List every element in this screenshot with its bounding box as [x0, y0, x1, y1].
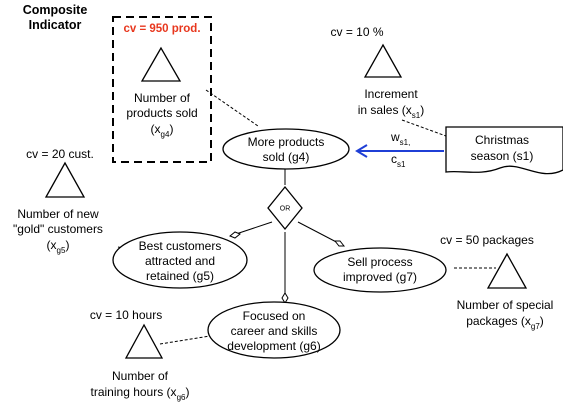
indicator-xg6-critical-value: cv = 10 hours	[90, 308, 162, 322]
or-decomposition-label: OR	[280, 206, 291, 213]
indicator-xg4-critical-value: cv = 950 prod.	[123, 23, 200, 35]
indicator-xg6-triangle[interactable]	[124, 323, 164, 359]
indicator-xg5-critical-value: cv = 20 cust.	[26, 147, 94, 161]
situation-s1-label-line2: season (s1)	[471, 149, 534, 163]
indicator-xs1-label-line1: Increment	[364, 87, 418, 101]
link-xg6-g6	[159, 335, 211, 345]
goal-g6-label-line1: Focused on	[243, 309, 306, 323]
indicator-xg4-label-line1: Number of	[134, 91, 191, 105]
or-link-g7-end	[333, 240, 346, 247]
goal-g4[interactable]	[222, 128, 350, 170]
goal-g6-label-line3: development (g6)	[227, 339, 320, 353]
goal-g5-label-line2: attracted and	[145, 254, 215, 268]
composite-indicator-title-line2: Indicator	[29, 18, 82, 32]
indicator-xg5-triangle[interactable]	[44, 161, 86, 198]
indicator-xg7-label-line2: packages (xg7)	[466, 314, 544, 331]
contribution-confidence-label: cs1	[391, 152, 406, 169]
goal-g7-label-line1: Sell process	[347, 255, 412, 269]
indicator-xg7-critical-value: cv = 50 packages	[440, 233, 534, 247]
indicator-xg5-label-line2: "gold" customers	[13, 222, 103, 236]
indicator-xg4-symbol: (xg4)	[151, 122, 174, 139]
indicator-xg7-triangle[interactable]	[486, 252, 528, 289]
goal-g4-label-line2: sold (g4)	[263, 150, 310, 164]
indicator-xg4-triangle[interactable]	[140, 46, 182, 82]
indicator-xg7-label-line1: Number of special	[457, 298, 554, 312]
indicator-xs1-triangle[interactable]	[363, 43, 403, 78]
goal-g5-label-line1: Best customers	[139, 239, 222, 253]
or-link-g6-end	[281, 292, 289, 304]
goal-g5-label-line3: retained (g5)	[146, 269, 214, 283]
indicator-xg6-label-line2: training hours (xg6)	[91, 385, 190, 402]
link-xg4-g4	[205, 89, 259, 127]
goal-g7-label-line2: improved (g7)	[343, 270, 417, 284]
or-decomposition-diamond[interactable]	[267, 185, 303, 231]
goal-g7[interactable]	[313, 247, 447, 293]
indicator-xg5-label-line1: Number of new	[17, 207, 99, 221]
composite-indicator-box	[112, 16, 212, 163]
goal-g6[interactable]	[207, 301, 341, 359]
situation-s1-label-line1: Christmas	[475, 133, 529, 147]
goal-g4-label-line1: More products	[248, 135, 325, 149]
contribution-arrow-head	[355, 144, 368, 158]
goal-g6-label-line2: career and skills	[231, 324, 318, 338]
link-xs1-s1	[401, 119, 447, 137]
situation-s1[interactable]	[445, 126, 563, 175]
indicator-xg4-label-line2: products sold	[126, 106, 197, 120]
indicator-xg5-symbol: (xg5)	[47, 238, 70, 255]
indicator-xs1-critical-value: cv = 10 %	[330, 25, 383, 39]
goal-g5[interactable]	[112, 231, 248, 289]
indicator-xs1-label-line2: in sales (xs1)	[358, 103, 424, 120]
composite-indicator-title-line1: Composite	[23, 3, 88, 17]
indicator-xg6-label-line1: Number of	[112, 369, 169, 383]
contribution-weight-label: ws1,	[390, 130, 410, 147]
or-link-g5-end	[229, 231, 241, 239]
